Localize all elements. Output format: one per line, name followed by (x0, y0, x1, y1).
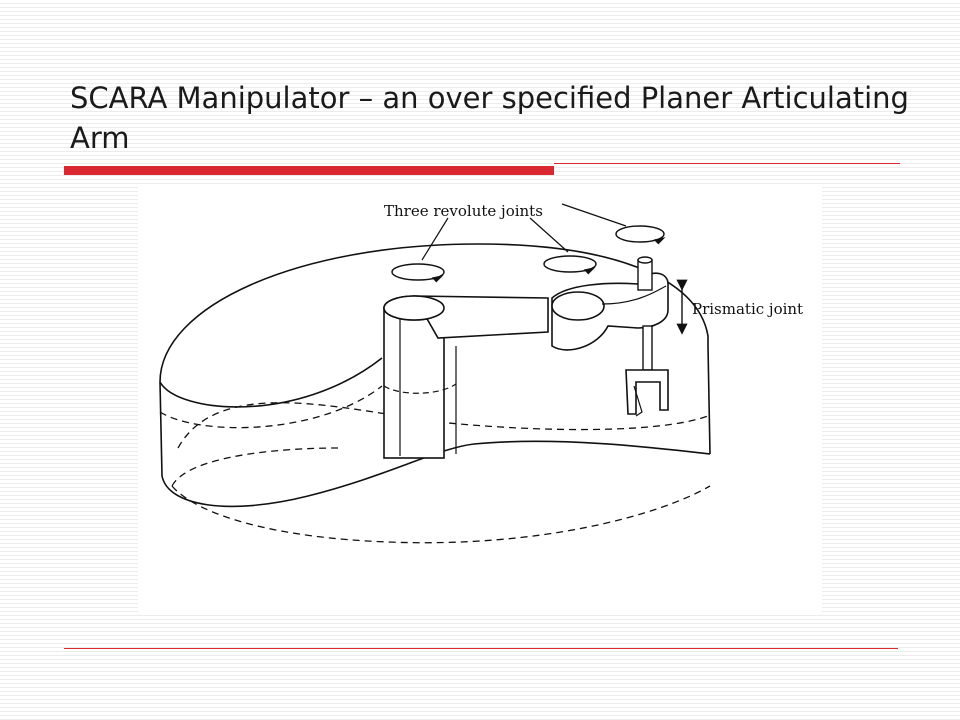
footer-divider-line (64, 648, 898, 649)
revolute-joint-arrow-elbow (543, 255, 597, 275)
title-divider-line (554, 163, 900, 164)
workspace-hidden-edge-left (171, 447, 339, 487)
workspace-hidden-edge-inner (159, 385, 383, 429)
base-column (383, 307, 445, 459)
wrist-shaft-lower (642, 325, 653, 371)
gripper (625, 369, 669, 415)
slide-title: SCARA Manipulator – an over specified Pl… (70, 81, 909, 155)
scara-diagram: Three revolute joints Prismatic joint (138, 186, 822, 614)
leader-elbow (529, 217, 569, 253)
workspace-front-edge (161, 440, 711, 508)
workspace-left-wall (159, 381, 163, 477)
workspace-hidden-edge-bottom (171, 485, 711, 544)
wrist-shaft-upper (637, 259, 653, 291)
workspace-top-inner (159, 357, 383, 408)
label-prismatic-joint: Prismatic joint (692, 300, 803, 318)
revolute-joint-arrow-base (391, 263, 445, 283)
title-accent-bar (64, 166, 554, 175)
label-revolute-joints: Three revolute joints (384, 202, 543, 220)
revolute-joint-arrow-wrist (615, 225, 666, 245)
leader-wrist (561, 203, 627, 227)
workspace-right-wall (707, 345, 711, 455)
elbow-joint (551, 291, 605, 321)
upper-arm-link (412, 295, 549, 339)
leader-base (421, 217, 449, 261)
